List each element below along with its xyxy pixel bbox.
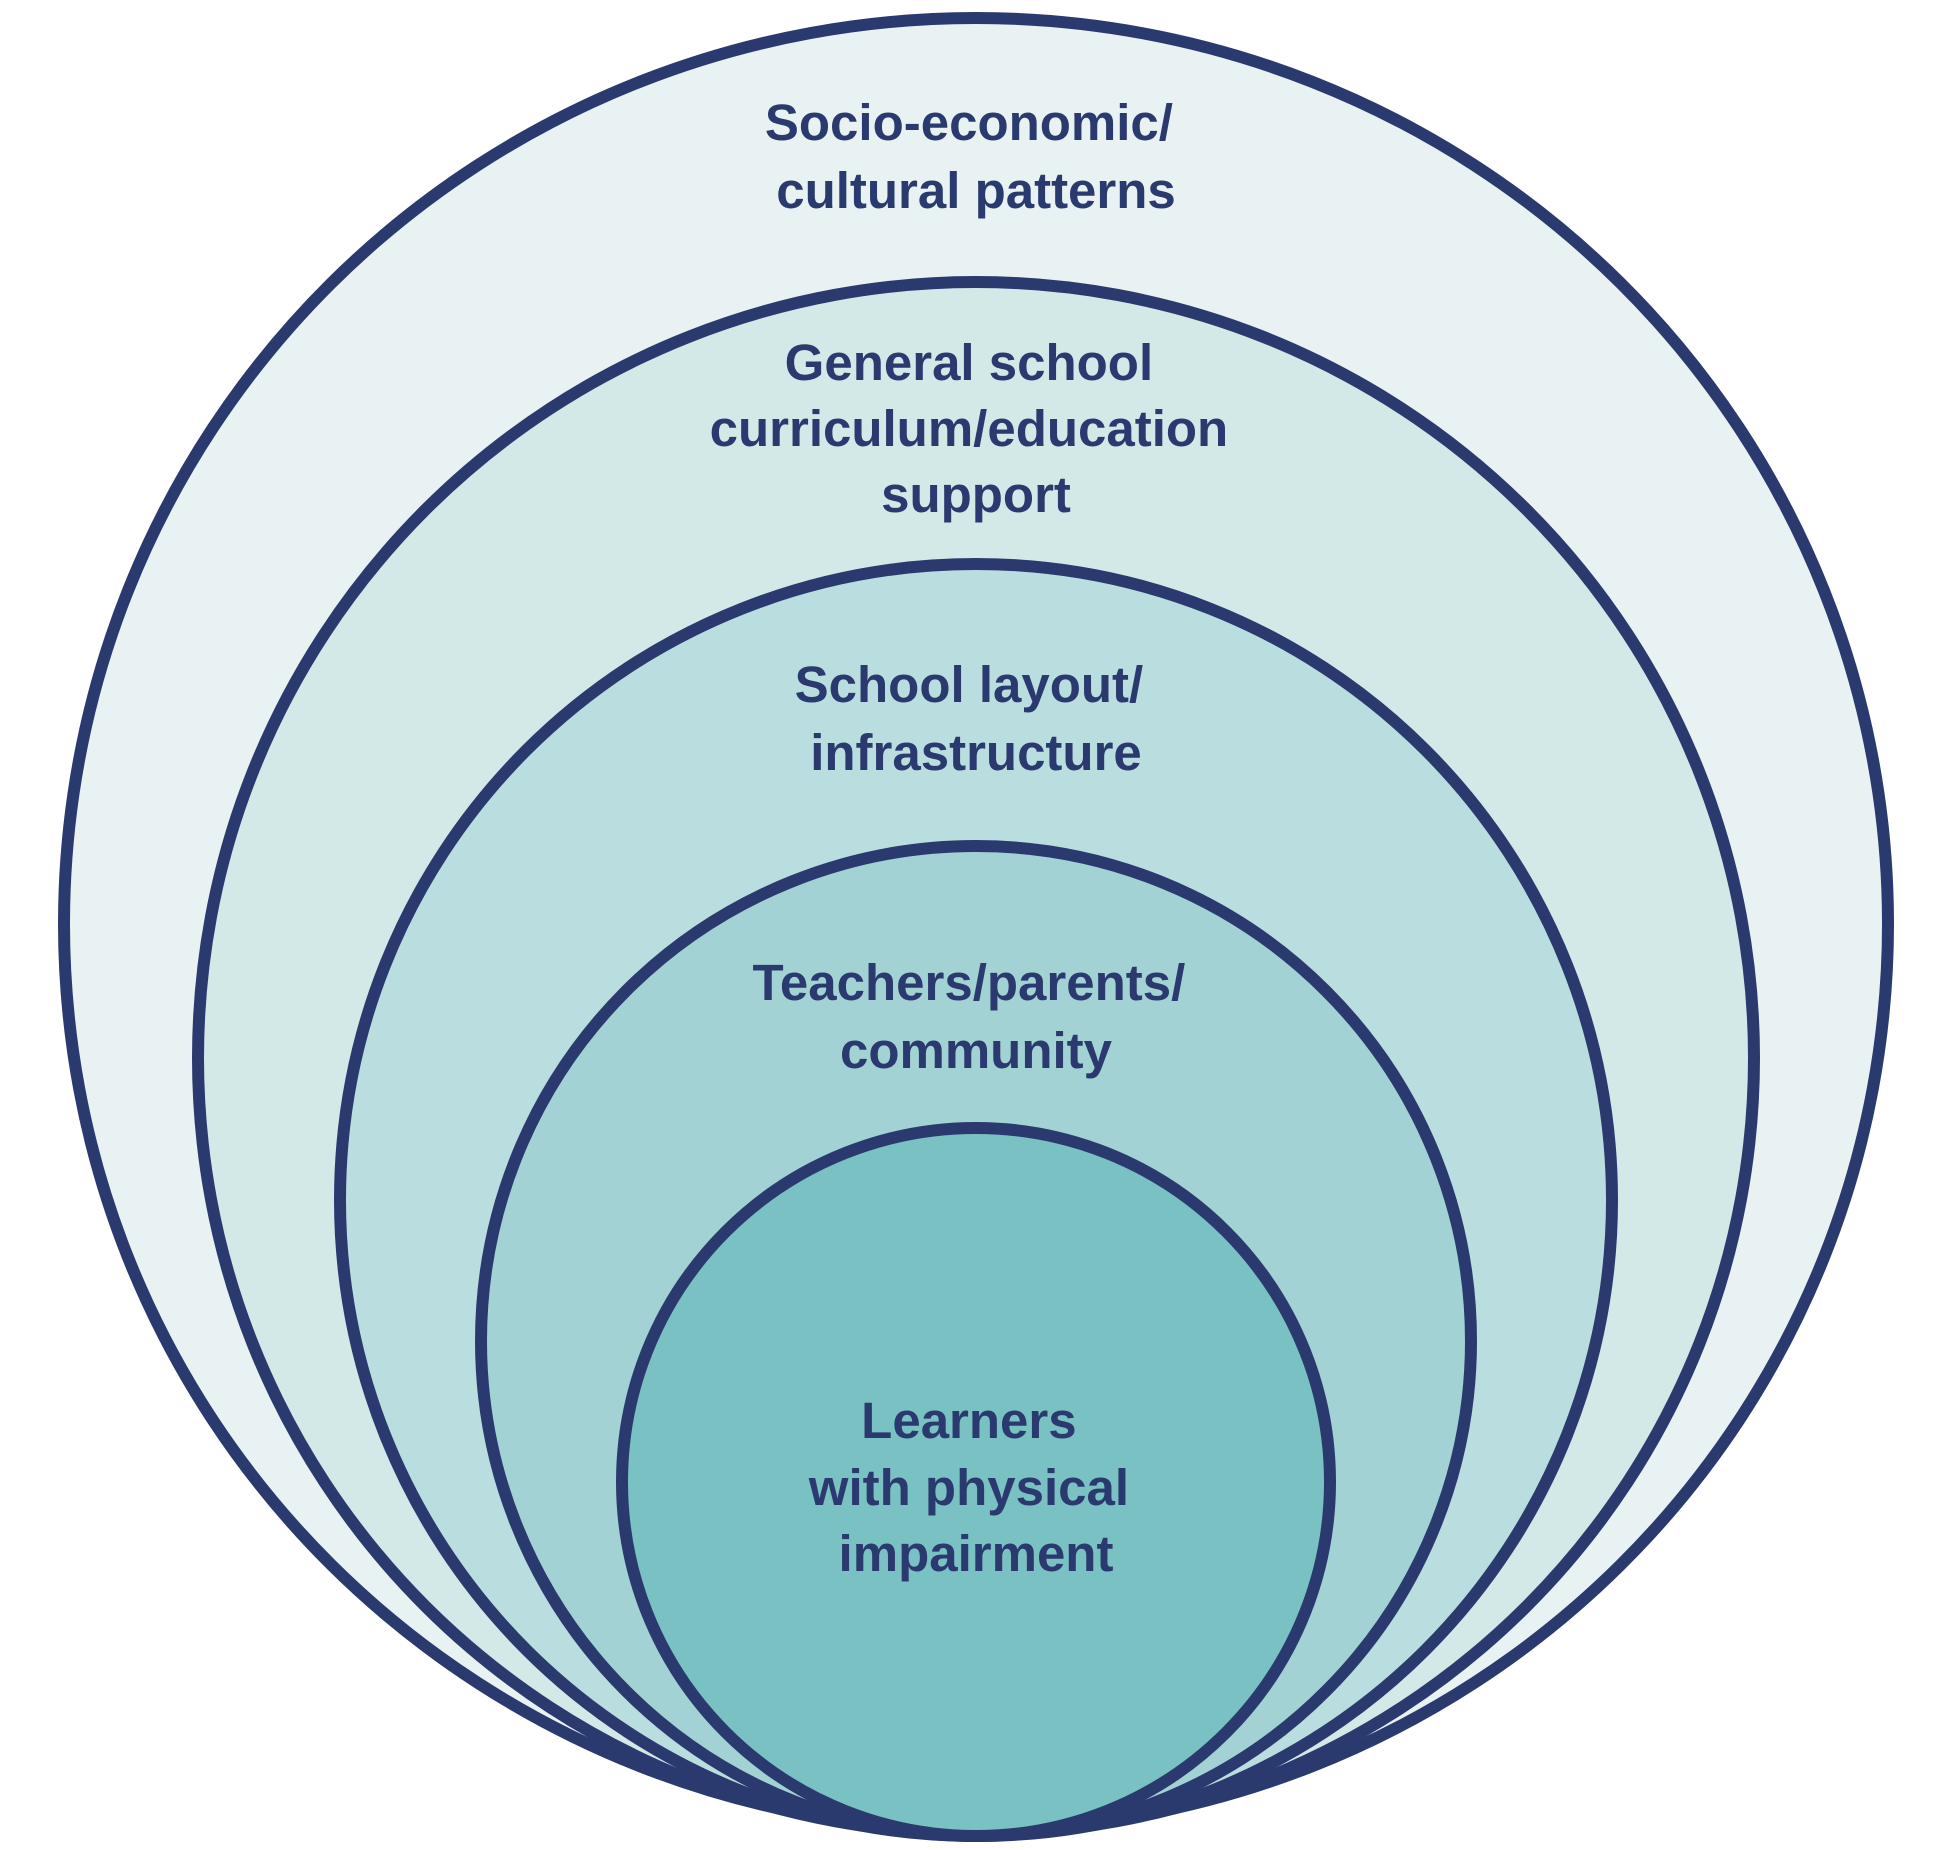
ring-learners-label-line-2: with physical: [808, 1459, 1129, 1516]
ring-teachers-parents-label-line-2: community: [840, 1022, 1113, 1079]
ring-school-layout-label-line-1: School layout/: [795, 656, 1144, 713]
ring-teachers-parents-label-line-1: Teachers/parents/: [753, 954, 1186, 1011]
ring-general-school-label-line-3: support: [881, 466, 1071, 523]
ring-general-school-label: General school curriculum/education supp…: [710, 334, 1243, 523]
ring-socio-economic-label-line-2: cultural patterns: [776, 162, 1176, 219]
ring-learners: Learners with physical impairment: [616, 1122, 1336, 1842]
ring-socio-economic-label: Socio-economic/ cultural patterns: [765, 94, 1187, 219]
ring-teachers-parents-label: Teachers/parents/ community: [753, 954, 1200, 1079]
ring-learners-label-line-3: impairment: [839, 1525, 1114, 1582]
ring-school-layout-label: School layout/ infrastructure: [795, 656, 1158, 781]
ring-learners-circle: [616, 1122, 1336, 1842]
ring-learners-label-line-1: Learners: [861, 1392, 1076, 1449]
ring-learners-label: Learners with physical impairment: [808, 1392, 1143, 1582]
ring-socio-economic-label-line-1: Socio-economic/: [765, 94, 1173, 151]
ring-school-layout-label-line-2: infrastructure: [810, 724, 1142, 781]
ring-general-school-label-line-2: curriculum/education: [710, 400, 1229, 457]
ring-general-school-label-line-1: General school: [785, 334, 1153, 391]
